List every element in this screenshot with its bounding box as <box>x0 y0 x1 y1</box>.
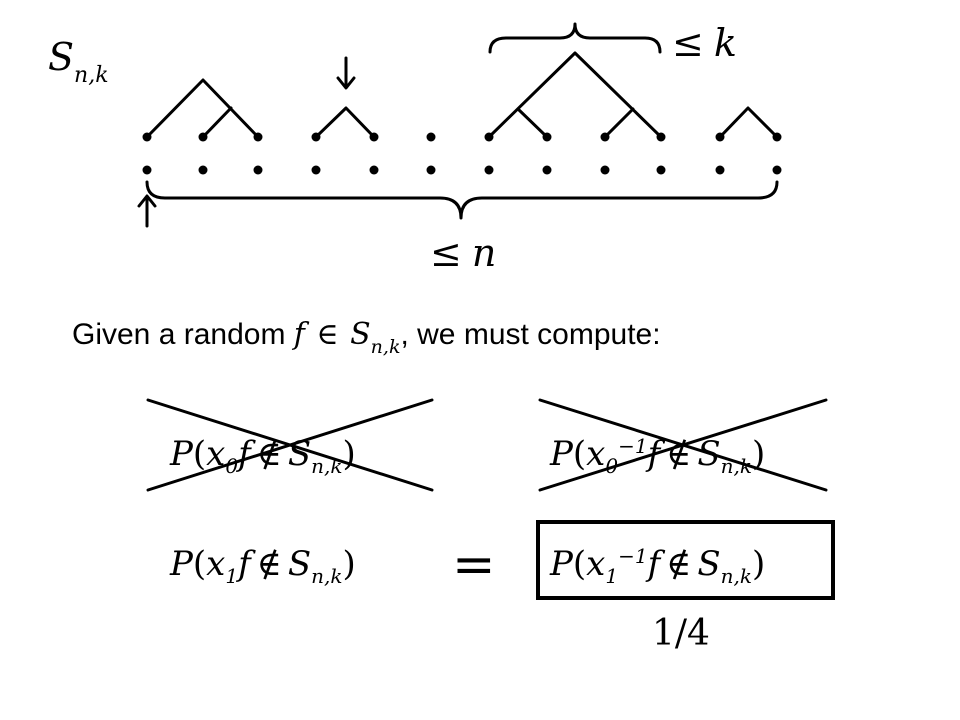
top-bound-label: ≤k <box>672 21 737 65</box>
bottom-dot-7 <box>484 165 494 175</box>
prob-x1-inverse: P(x1−1f∉Sn,k) <box>536 520 835 600</box>
answer-box <box>536 520 835 600</box>
answer-value: 1/4 <box>652 613 710 654</box>
tree-3-branch-left <box>516 107 549 139</box>
tree-edges <box>145 51 779 139</box>
bottom-brace <box>145 180 779 220</box>
cross-line-4 <box>538 398 828 492</box>
bottom-dot-10 <box>656 165 666 175</box>
top-dot-6 <box>426 132 436 142</box>
bottom-dot-6 <box>426 165 436 175</box>
down-arrow <box>336 56 356 90</box>
bottom-dot-5 <box>369 165 379 175</box>
prob-x0: P(x0f∉Sn,k) <box>146 398 434 492</box>
bottom-bound-label: ≤n <box>430 231 496 275</box>
bottom-dot-1 <box>142 165 152 175</box>
equals-sign: = <box>452 535 496 595</box>
tree-4 <box>718 106 779 139</box>
bottom-dot-9 <box>600 165 610 175</box>
bottom-dot-8 <box>542 165 552 175</box>
tree-3 <box>487 51 663 139</box>
top-row-dots <box>142 132 782 142</box>
cross-line-2 <box>146 398 434 492</box>
bottom-dot-11 <box>715 165 725 175</box>
tree-3-branch-right <box>603 107 635 139</box>
prob-x0-inverse: P(x0−1f∉Sn,k) <box>538 398 828 492</box>
bottom-dot-3 <box>253 165 263 175</box>
tree-1 <box>145 78 260 139</box>
svg-text:P(x1f∉Sn,k): P(x1f∉Sn,k) <box>169 544 356 588</box>
top-brace <box>488 22 662 54</box>
svg-text:P(x0−1f∉Sn,k): P(x0−1f∉Sn,k) <box>549 434 765 478</box>
prob-x1: P(x1f∉Sn,k) <box>169 544 356 588</box>
svg-text:P(x1−1f∉Sn,k): P(x1−1f∉Sn,k) <box>549 544 765 588</box>
set-label: Sn,k <box>48 35 109 88</box>
bottom-dot-4 <box>311 165 321 175</box>
up-arrow <box>137 194 157 228</box>
bottom-dot-2 <box>198 165 208 175</box>
bottom-row-dots <box>142 165 782 175</box>
bottom-dot-12 <box>772 165 782 175</box>
tree-2 <box>314 106 376 139</box>
tree-1-branch <box>201 106 233 139</box>
instruction-sentence: Given a random f ∈ Sn,k, we must compute… <box>72 317 661 358</box>
